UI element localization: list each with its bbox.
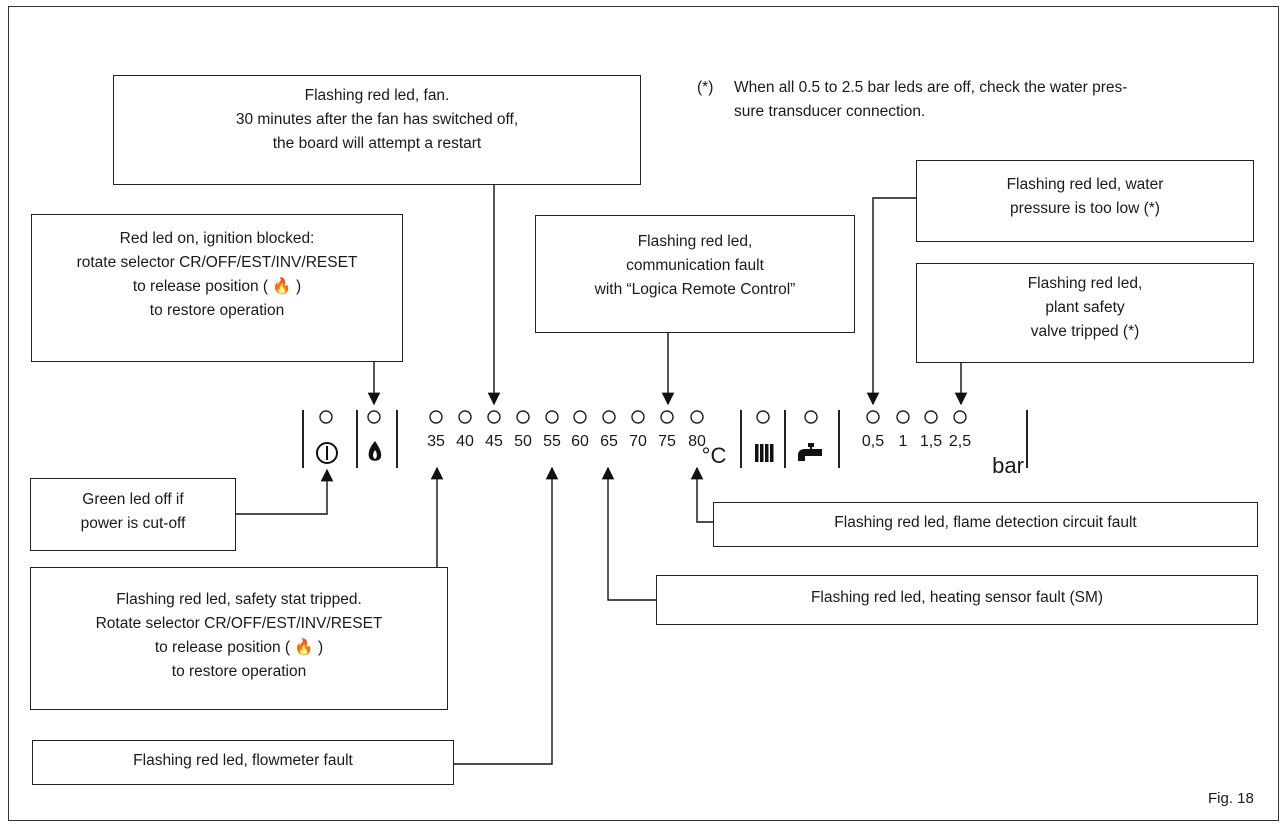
fan-fault-box: Flashing red led, fan. 30 minutes after … (113, 75, 641, 185)
fan-line-3: the board will attempt a restart (272, 135, 482, 152)
radiator-icon (755, 444, 774, 462)
temp-label-50: 50 (514, 433, 532, 450)
led-flame (367, 410, 381, 424)
stat-line-3: to release position ( 🔥 ) (154, 639, 324, 656)
comm-line-1: Flashing red led, (637, 233, 753, 250)
led-temp-50 (516, 410, 530, 424)
led-bar-05 (866, 410, 880, 424)
flame-detection-box: Flashing red led, flame detection circui… (713, 502, 1258, 547)
ignition-line-3: to release position ( 🔥 ) (132, 278, 302, 295)
comm-line-3: with “Logica Remote Control” (594, 281, 796, 298)
tap-icon (798, 443, 822, 461)
pressure-line-1: Flashing red led, water (1006, 176, 1164, 193)
led-bar-15 (924, 410, 938, 424)
led-row (319, 410, 967, 424)
led-bar-25 (953, 410, 967, 424)
led-bar-1 (896, 410, 910, 424)
note-line-2: sure transducer connection. (734, 103, 926, 120)
temp-label-75: 75 (658, 433, 676, 450)
temp-label-40: 40 (456, 433, 474, 450)
temp-label-65: 65 (600, 433, 618, 450)
led-dhw (804, 410, 818, 424)
arrow-green-led (236, 468, 334, 515)
communication-fault-box: Flashing red led, communication fault wi… (535, 215, 855, 333)
safety-valve-box: Flashing red led, plant safety valve tri… (916, 263, 1254, 363)
led-temp-75 (660, 410, 674, 424)
pressure-line-2: pressure is too low (*) (1010, 200, 1160, 217)
comm-line-2: communication fault (626, 257, 764, 274)
temp-label-45: 45 (485, 433, 503, 450)
ignition-line-1: Red led on, ignition blocked: (119, 230, 315, 247)
green-led-box: Green led off if power is cut-off (30, 478, 236, 551)
arrow-flowmeter (454, 466, 559, 765)
stat-line-2: Rotate selector CR/OFF/EST/INV/RESET (95, 615, 383, 632)
pressure-label-2: 1,5 (919, 433, 943, 450)
figure-frame (8, 6, 1279, 821)
stat-line-4: to restore operation (171, 663, 307, 680)
valve-line-2: plant safety (1045, 299, 1125, 316)
temp-label-55: 55 (543, 433, 561, 450)
panel-separators (302, 410, 1028, 468)
flowmeter-fault-box: Flashing red led, flowmeter fault (32, 740, 454, 785)
pressure-label-1: 1 (898, 433, 908, 450)
valve-line-3: valve tripped (*) (1030, 323, 1140, 340)
led-temp-35 (429, 410, 443, 424)
fan-line-2: 30 minutes after the fan has switched of… (235, 111, 519, 128)
pressure-label-0: 0,5 (861, 433, 885, 450)
ignition-line-2: rotate selector CR/OFF/EST/INV/RESET (76, 254, 358, 271)
green-line-2: power is cut-off (80, 515, 186, 532)
led-temp-45 (487, 410, 501, 424)
green-line-1: Green led off if (82, 491, 184, 508)
heating-sensor-box: Flashing red led, heating sensor fault (… (656, 575, 1258, 625)
pressure-unit: bar (992, 453, 1024, 478)
flame-line-1: Flashing red led, flame detection circui… (834, 514, 1137, 531)
arrow-pressure-low (866, 197, 916, 406)
flame-icon (368, 441, 382, 461)
temp-label-70: 70 (629, 433, 647, 450)
temp-label-80: 80 (688, 433, 706, 450)
led-temp-60 (573, 410, 587, 424)
temp-label-35: 35 (427, 433, 445, 450)
arrow-flame-detection (690, 466, 713, 523)
temp-unit: °C (701, 443, 727, 468)
figure-label: Fig. 18 (1208, 790, 1254, 807)
arrow-heating-sensor (601, 466, 656, 601)
note-marker: (*) (697, 79, 714, 96)
pressure-label-3: 2,5 (948, 433, 972, 450)
stat-line-1: Flashing red led, safety stat tripped. (116, 591, 362, 608)
ignition-line-4: to restore operation (149, 302, 285, 319)
ignition-blocked-box: Red led on, ignition blocked: rotate sel… (31, 214, 403, 362)
led-heating (756, 410, 770, 424)
led-temp-55 (545, 410, 559, 424)
led-power (319, 410, 333, 424)
valve-line-1: Flashing red led, (1027, 275, 1143, 292)
led-temp-40 (458, 410, 472, 424)
led-temp-80 (690, 410, 704, 424)
power-icon (316, 442, 338, 464)
flowmeter-line-1: Flashing red led, flowmeter fault (133, 752, 353, 769)
note-line-1: When all 0.5 to 2.5 bar leds are off, ch… (734, 79, 1128, 96)
led-temp-65 (602, 410, 616, 424)
fan-line-1: Flashing red led, fan. (304, 87, 450, 104)
pressure-low-box: Flashing red led, water pressure is too … (916, 160, 1254, 242)
temp-label-60: 60 (571, 433, 589, 450)
led-temp-70 (631, 410, 645, 424)
heating-line-1: Flashing red led, heating sensor fault (… (810, 589, 1104, 606)
safety-stat-box: Flashing red led, safety stat tripped. R… (30, 567, 448, 710)
